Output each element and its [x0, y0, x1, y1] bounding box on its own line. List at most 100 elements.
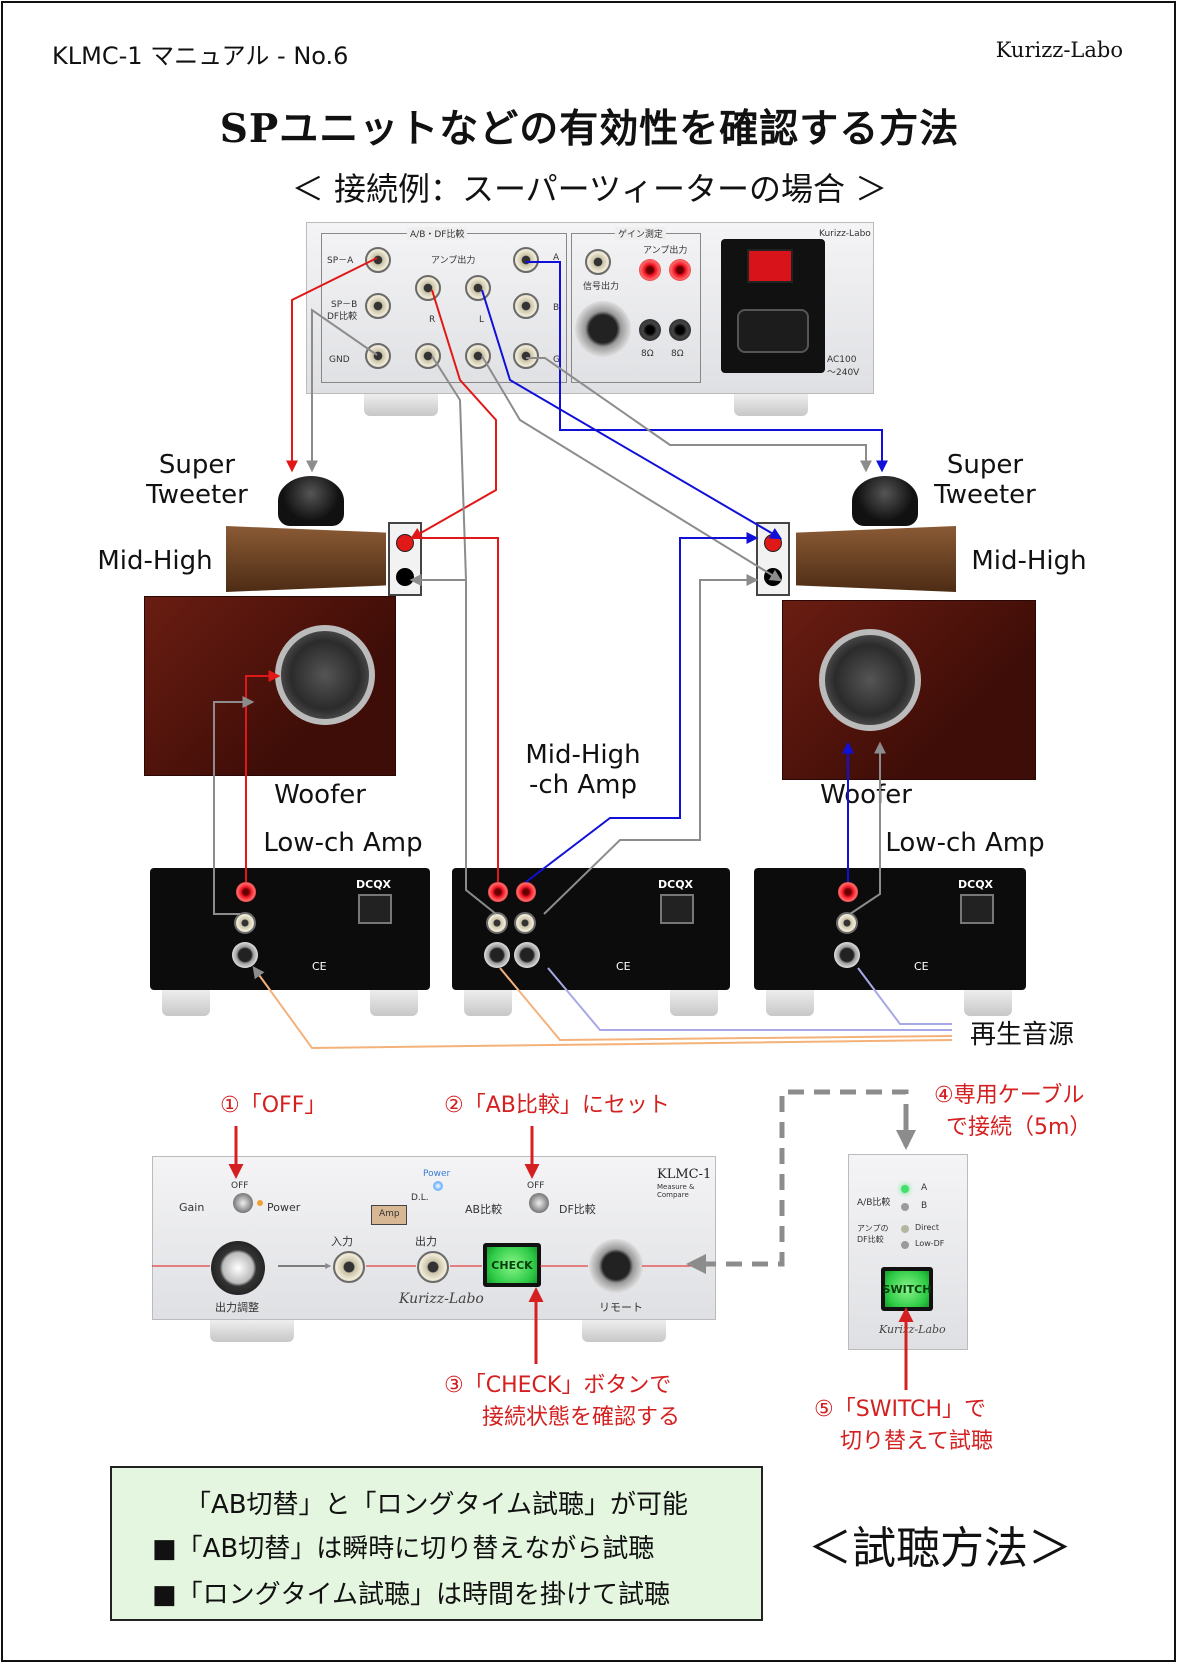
step-1: ①「OFF」 [220, 1093, 327, 1118]
super-tweeter-right [852, 476, 918, 526]
super-tweeter-left [278, 476, 344, 526]
remote-a-label: A [921, 1183, 928, 1193]
klmc-power-led-label: Power [423, 1169, 451, 1179]
klmc-ab-compare-label: AB比較 [465, 1203, 503, 1216]
low-amp-left-xlr [232, 942, 258, 968]
step-5-line2: 切り替えて試聴 [840, 1429, 993, 1454]
note-box: 「AB切替」と「ロングタイム試聴」が可能 ■「AB切替」は瞬時に切り替えながら試… [110, 1466, 763, 1621]
low-amp-right: DCQX CE [754, 868, 1026, 990]
source-line-orange-1 [252, 966, 953, 1050]
amp-out-r-black [639, 319, 661, 341]
l-label: L [479, 315, 485, 325]
low-amp-left-brand: DCQX [356, 878, 392, 891]
klmc-unit: KLMC-1 Measure & Compare Power OFF Gain … [152, 1156, 716, 1320]
klmc-foot-right [582, 1320, 666, 1342]
sp-b-label: SP－B [331, 300, 358, 310]
klmc-amp-label: Amp [379, 1209, 400, 1219]
woofer-cone-right [819, 629, 921, 731]
wire-amp-r-to-left-terminal [409, 289, 497, 540]
doc-id: KLMC-1 マニュアル - No.6 [52, 42, 349, 70]
step-3-line2: 接続状態を確認する [482, 1405, 681, 1430]
a-label: A [553, 253, 560, 263]
ohm-r-label: 8Ω [641, 349, 654, 359]
remote-led-b [901, 1203, 909, 1211]
wire-mid-ch2-to-right-terminal [525, 532, 759, 883]
bnc-input[interactable] [333, 1251, 365, 1283]
wire-amp-l-gnd-to-right-terminal [481, 355, 783, 582]
klmc-remote-label: リモート [599, 1301, 643, 1314]
terminal-left-black [396, 568, 414, 586]
low-amp-left-ce: CE [312, 960, 327, 973]
sp-b-jack [365, 293, 391, 319]
ac-label: AC100 ～240V [827, 355, 860, 378]
low-amp-left-rca [234, 912, 256, 934]
amp-out-r-red [639, 259, 661, 281]
mid-high-amp: DCQX CE [452, 868, 730, 990]
low-amp-right-xlr [834, 942, 860, 968]
source-label: 再生音源 [969, 1020, 1074, 1050]
mid-amp-ch2-xlr [514, 942, 540, 968]
wire-mid-ch2-gnd-to-right-terminal [543, 574, 759, 915]
page-subtitle: ＜ 接続例：スーパーツィーターの場合 ＞ [291, 170, 888, 208]
klmc-foot-left [210, 1320, 294, 1342]
klmc-model-sub: Measure & Compare [657, 1183, 695, 1199]
gain-power-toggle[interactable] [233, 1193, 253, 1213]
page-title: SPユニットなどの有効性を確認する方法 [219, 106, 960, 152]
remote-led-low-df [901, 1241, 909, 1249]
klmc-input-label: 入力 [331, 1235, 353, 1248]
amp-foot-6 [964, 990, 1012, 1016]
mid-amp-ch1-xlr [484, 942, 510, 968]
df-compare-label: DF比較 [327, 312, 358, 322]
amp-foot-2 [370, 990, 418, 1016]
ab-section-label: A/B・DF比較 [407, 227, 468, 240]
r-label: R [429, 315, 436, 325]
amp-foot-4 [670, 990, 718, 1016]
mid-high-amp-label: Mid-High -ch Amp [525, 740, 641, 800]
top-panel: A/B・DF比較 ゲイン測定 SP－A SP－B DF比較 GND アンプ出力 … [306, 222, 874, 394]
wire-gnd-to-left-tweeter [306, 308, 378, 473]
mid-high-left-label: Mid-High [97, 546, 213, 576]
low-amp-right-brand: DCQX [958, 878, 994, 891]
low-amp-left-label: Low-ch Amp [263, 828, 423, 858]
brand-header: Kurizz-Labo [995, 38, 1123, 62]
wire-low-right-gnd-to-woofer [849, 741, 886, 915]
remote-ab-compare-label: A/B比較 [857, 1198, 891, 1208]
low-amp-left-switch [358, 894, 392, 924]
wire-mid-ch1-gnd-to-left-terminal [465, 580, 497, 915]
iec-socket [737, 309, 809, 353]
a-jack [513, 247, 539, 273]
ab-df-toggle[interactable] [529, 1193, 549, 1213]
remote-led-a [901, 1185, 909, 1193]
mid-high-horn-left [226, 526, 386, 592]
g-label: G [553, 355, 560, 365]
power-led-dot [257, 1200, 263, 1206]
gnd-jack [365, 343, 391, 369]
check-button[interactable]: CHECK [483, 1243, 541, 1287]
wire-amp-r-gnd-to-left-terminal [409, 355, 468, 586]
power-switch [747, 249, 793, 283]
mid-amp-ce: CE [616, 960, 631, 973]
remote-xlr[interactable] [589, 1239, 643, 1293]
klmc-gain-label: Gain [179, 1201, 205, 1214]
low-amp-right-rca [836, 912, 858, 934]
b-label: B [553, 303, 560, 313]
low-amp-left: DCQX CE [150, 868, 430, 990]
switch-button[interactable]: SWITCH [881, 1267, 933, 1311]
wire-a-to-right-tweeter [526, 261, 888, 473]
bnc-output[interactable] [417, 1251, 449, 1283]
step-3-line1: ③「CHECK」ボタンで [444, 1373, 672, 1398]
signal-out-xlr [575, 301, 631, 357]
woofer-cabinet-right [782, 600, 1036, 780]
remote-low-df-label: Low-DF [915, 1239, 945, 1248]
woofer-right-label: Woofer [820, 780, 912, 810]
klmc-df-compare-label: DF比較 [559, 1203, 596, 1216]
klmc-dl-label: D.L. [411, 1193, 429, 1203]
remote-brand: Kurizz-Labo [879, 1323, 946, 1336]
super-tweeter-right-label: Super Tweeter [934, 450, 1036, 510]
g-jack [513, 343, 539, 369]
super-tweeter-left-label: Super Tweeter [146, 450, 248, 510]
output-adjust-knob[interactable] [211, 1241, 265, 1295]
amp-block [371, 1205, 407, 1225]
